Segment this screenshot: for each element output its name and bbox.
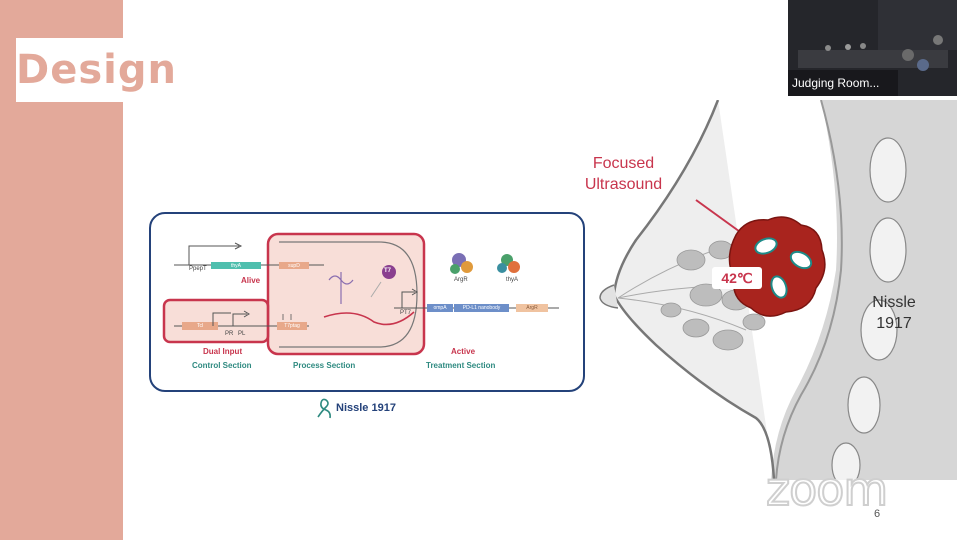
bacteria-in-tumor (754, 237, 813, 299)
loop-arrow (279, 241, 418, 348)
protein-thya-label: thyA (506, 277, 519, 283)
dual-input-label: Dual Input (203, 347, 243, 356)
gene-t7ptag-label: T7ptag (284, 323, 300, 329)
breast-anatomy-illustration (599, 100, 957, 480)
gene-argr (516, 304, 548, 312)
nissle-label: Nissle 1917 (872, 294, 916, 332)
participant-name: Judging Room... (792, 76, 880, 90)
process-section-box (266, 232, 426, 356)
gene-thya (211, 262, 261, 269)
title-box (16, 38, 175, 102)
mrna-wave (323, 311, 415, 326)
protein-argr-label: ArgR (454, 277, 468, 283)
promoter-l-label: PL (238, 331, 246, 337)
promoter-pept-arrow (188, 245, 239, 265)
slide-title: Design (16, 47, 177, 93)
zoom-logo: zoom (765, 462, 889, 516)
page-number: 6 (874, 508, 881, 520)
gene-ompa-label: ompA (433, 305, 447, 311)
circuit-diagram (162, 232, 559, 356)
control-section-box (162, 298, 270, 344)
focused-ultrasound-label: Focused Ultrasound (584, 155, 663, 193)
promoter-t7-label: PT7 (400, 310, 412, 316)
gene-tcl (182, 322, 218, 330)
protein-argr-icon (450, 253, 473, 274)
promoter-pept-label: PpepT (189, 266, 207, 272)
gene-pdl1-label: PD-L1 nanobody (462, 305, 501, 311)
gene-supd-label: supD (288, 263, 300, 269)
treatment-section-label: Treatment Section (426, 361, 496, 370)
gene-supd (279, 262, 309, 269)
organism-label: Nissle 1917 (336, 402, 396, 414)
active-label: Active (451, 347, 476, 356)
promoter-r-label: PR (225, 331, 234, 337)
bacterium-icon (317, 398, 331, 419)
tumor (728, 216, 826, 317)
gene-argr-label: ArgR (526, 305, 538, 311)
gene-pdl1 (454, 304, 509, 312)
protein-thya-icon (497, 254, 520, 273)
gene-thya-label: thyA (230, 263, 241, 269)
temperature-label: 42℃ (712, 267, 762, 289)
gene-ompa (427, 304, 453, 312)
control-section-label: Control Section (192, 361, 252, 370)
gene-t7ptag (277, 322, 307, 330)
gene-tcl-label: Tcl (196, 323, 204, 329)
video-feed (788, 0, 957, 96)
alive-label: Alive (241, 276, 261, 285)
participant-video-tile[interactable] (788, 0, 957, 96)
t7-polymerase (382, 265, 396, 279)
process-section-label: Process Section (293, 361, 356, 370)
t7-badge: T7 (384, 268, 392, 274)
